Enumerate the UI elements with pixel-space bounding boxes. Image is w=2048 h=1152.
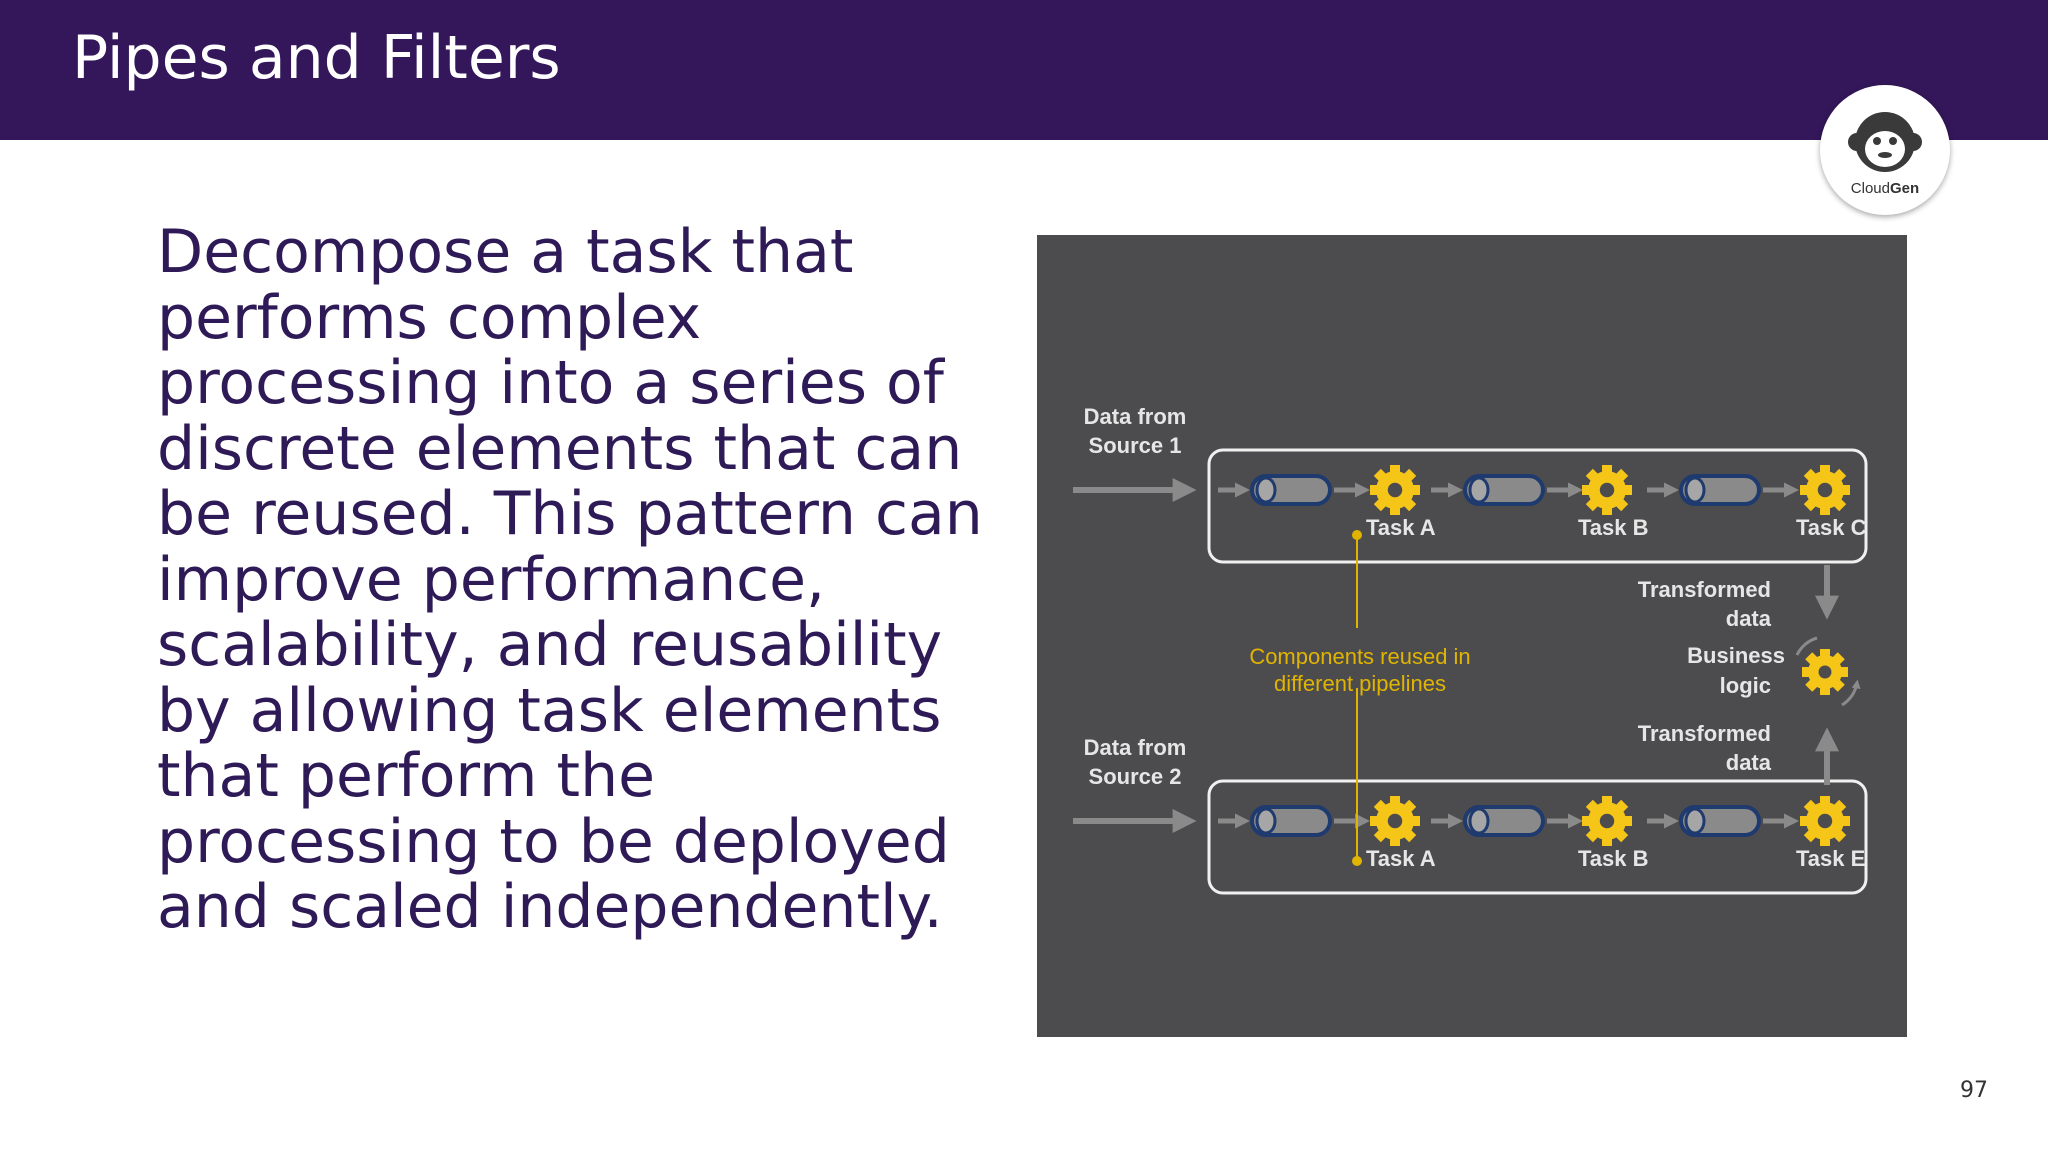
gear-icon <box>1800 796 1850 846</box>
cycle-arrow <box>1795 636 1818 656</box>
business-logic-label: Business <box>1687 643 1785 668</box>
slide-body-text: Decompose a task that performs complex p… <box>157 217 983 942</box>
pipe-2-2-end <box>1684 807 1706 835</box>
transformed-label-bottom: Transformed <box>1638 721 1771 746</box>
transformed-label-top: Transformed <box>1638 577 1771 602</box>
business-logic-label: logic <box>1720 673 1771 698</box>
gear-icon <box>1582 465 1632 515</box>
pipeline-container-1 <box>1207 448 1868 564</box>
gear-icon <box>1582 796 1632 846</box>
gear-icon <box>1800 465 1850 515</box>
reuse-dot <box>1352 856 1362 866</box>
reuse-note: Components reused in <box>1249 644 1470 669</box>
pipe-1-2-end <box>1684 476 1706 504</box>
transformed-label-bottom: data <box>1726 750 1772 775</box>
source-label-1: Source 1 <box>1089 433 1182 458</box>
gear-icon <box>1802 649 1848 695</box>
logo-text-cloud: Cloud <box>1851 180 1890 197</box>
cloudgen-logo: CloudGen <box>1820 85 1950 215</box>
reuse-dot <box>1352 530 1362 540</box>
logo-text-gen: Gen <box>1890 180 1919 197</box>
task-label-1-2: Task C <box>1796 515 1867 540</box>
gear-icon <box>1370 796 1420 846</box>
pipe-1-0-end <box>1255 476 1277 504</box>
pipe-1-1-end <box>1468 476 1490 504</box>
task-label-2-0: Task A <box>1366 846 1436 871</box>
transformed-label-top: data <box>1726 606 1772 631</box>
gear-icon <box>1370 465 1420 515</box>
reuse-note: different pipelines <box>1274 671 1446 696</box>
cycle-arrow <box>1841 679 1861 707</box>
page-number: 97 <box>1960 1078 1988 1103</box>
task-label-2-2: Task E <box>1796 846 1865 871</box>
task-label-1-0: Task A <box>1366 515 1436 540</box>
title-bar: Pipes and Filters <box>0 0 2048 140</box>
pipe-2-1-end <box>1468 807 1490 835</box>
pipeline-container-2 <box>1207 779 1868 895</box>
source-label-2: Source 2 <box>1089 764 1182 789</box>
slide-title: Pipes and Filters <box>72 23 561 93</box>
svg-text:CloudGen: CloudGen <box>1851 180 1919 197</box>
task-label-2-1: Task B <box>1578 846 1649 871</box>
task-label-1-1: Task B <box>1578 515 1649 540</box>
pipe-2-0-end <box>1255 807 1277 835</box>
source-label-2: Data from <box>1084 735 1187 760</box>
source-label-1: Data from <box>1084 404 1187 429</box>
monkey-icon: CloudGen <box>1848 112 1922 197</box>
